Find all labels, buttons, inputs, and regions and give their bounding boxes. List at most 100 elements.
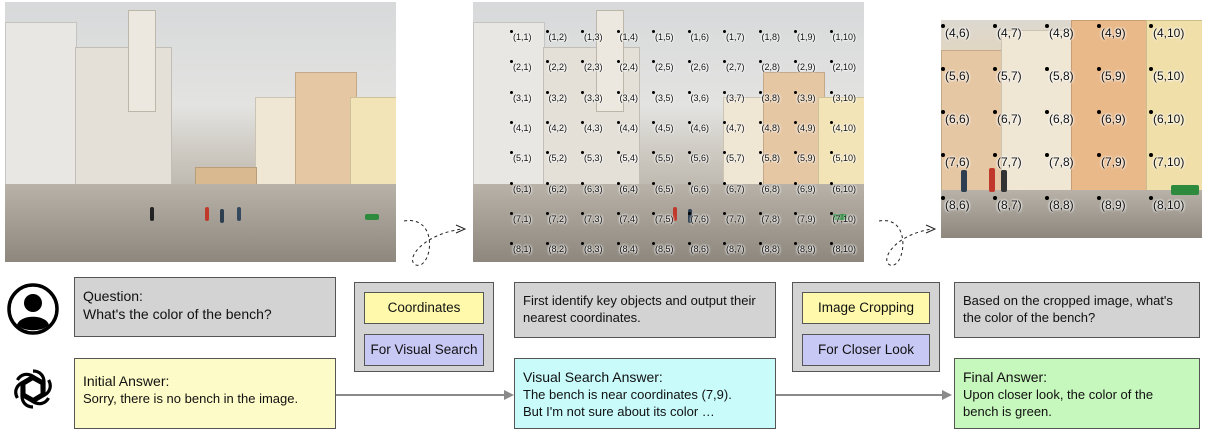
grid-label: (4,10) — [829, 120, 857, 133]
grid-label: (6,5) — [652, 181, 674, 194]
grid-label: (7,1) — [510, 211, 532, 224]
grid-label: (5,10) — [829, 151, 857, 164]
final-answer-box: Final Answer: Upon closer look, the colo… — [954, 358, 1200, 429]
crop-grid-label: (5,7) — [993, 67, 1022, 83]
question-text: What's the color of the bench? — [83, 306, 272, 322]
grid-label: (1,4) — [616, 30, 639, 42]
grid-label: (1,7) — [723, 30, 745, 42]
grid-label: (7,3) — [581, 211, 603, 224]
grid-label: (8,4) — [616, 242, 639, 255]
grid-label: (8,5) — [652, 242, 674, 255]
grid-label: (1,5) — [652, 30, 674, 42]
grid-label: (7,7) — [723, 211, 745, 224]
arrow-initial-to-visual-icon — [336, 390, 514, 400]
grid-label: (3,2) — [545, 90, 568, 103]
grid-label: (2,1) — [510, 60, 532, 73]
crop-grid-label: (6,10) — [1148, 110, 1185, 126]
grid-label: (1,9) — [794, 30, 816, 42]
image-cropping-tool: Image Cropping — [802, 292, 930, 324]
crop-grid-label: (4,10) — [1148, 24, 1185, 40]
grid-label: (2,9) — [794, 60, 816, 73]
initial-answer-title: Initial Answer: — [83, 373, 170, 389]
crop-grid-label: (5,10) — [1148, 67, 1185, 83]
arrow-to-crop-icon — [878, 220, 937, 266]
grid-label: (2,8) — [758, 60, 781, 73]
crop-grid-label: (4,9) — [1097, 24, 1126, 40]
grid-label: (1,2) — [545, 30, 568, 42]
grid-label: (3,5) — [652, 90, 674, 103]
grid-label: (8,3) — [581, 242, 603, 255]
crop-grid-label: (8,6) — [941, 196, 970, 212]
visual-answer-line1: The bench is near coordinates (7,9). — [523, 387, 732, 402]
grid-label: (8,10) — [829, 242, 857, 255]
grid-label: (5,9) — [794, 151, 816, 164]
crop-grid-label: (7,7) — [993, 153, 1022, 169]
grid-label: (7,4) — [616, 211, 639, 224]
crop-grid-label: (4,7) — [993, 24, 1022, 40]
cropped-prompt-box: Based on the cropped image, what's the c… — [954, 282, 1200, 338]
street-scene — [5, 2, 396, 262]
grid-label: (3,10) — [829, 90, 857, 103]
grid-label: (1,1) — [510, 30, 532, 42]
grid-label: (4,3) — [581, 120, 603, 133]
crop-grid-label: (8,8) — [1045, 196, 1074, 212]
question-label: Question: — [83, 288, 143, 304]
cropped-prompt-text: Based on the cropped image, what's the c… — [963, 293, 1173, 325]
grid-label: (7,2) — [545, 211, 568, 224]
grid-label: (8,2) — [545, 242, 568, 255]
grid-label: (2,7) — [723, 60, 745, 73]
arrow-to-grid-icon — [403, 220, 467, 266]
grid-label: (1,8) — [758, 30, 781, 42]
grid-label: (6,4) — [616, 181, 639, 194]
grid-label: (7,6) — [687, 211, 710, 224]
grid-label: (3,7) — [723, 90, 745, 103]
crop-grid-label: (6,8) — [1045, 110, 1074, 126]
crop-grid-label: (7,6) — [941, 153, 970, 169]
grid-label: (4,9) — [794, 120, 816, 133]
grid-label: (8,1) — [510, 242, 532, 255]
crop-grid-label: (6,7) — [993, 110, 1022, 126]
crop-grid-label: (5,8) — [1045, 67, 1074, 83]
crop-grid-label: (6,6) — [941, 110, 970, 126]
crop-grid-label: (8,10) — [1148, 196, 1185, 212]
grid-label: (8,7) — [723, 242, 745, 255]
grid-label: (5,7) — [723, 151, 745, 164]
visual-answer-line2: But I'm not sure about its color … — [523, 404, 715, 419]
grid-label: (1,3) — [581, 30, 603, 42]
grid-label: (7,8) — [758, 211, 781, 224]
grid-label: (4,1) — [510, 120, 532, 133]
grid-label: (4,5) — [652, 120, 674, 133]
photo-cropped: (4,6)(4,7)(4,8)(4,9)(4,10)(5,6)(5,7)(5,8… — [941, 20, 1202, 238]
grid-label: (4,6) — [687, 120, 710, 133]
grid-label: (3,6) — [687, 90, 710, 103]
final-answer-title: Final Answer: — [963, 369, 1048, 385]
closer-look-tool: For Closer Look — [802, 334, 930, 366]
grid-label: (6,10) — [829, 181, 857, 194]
grid-label: (5,8) — [758, 151, 781, 164]
grid-label: (2,4) — [616, 60, 639, 73]
crop-grid-label: (4,8) — [1045, 24, 1074, 40]
grid-label: (5,6) — [687, 151, 710, 164]
grid-label: (6,3) — [581, 181, 603, 194]
street-scene-grid — [473, 2, 864, 262]
grid-label: (2,5) — [652, 60, 674, 73]
final-answer-text: Upon closer look, the color of the bench… — [963, 387, 1154, 419]
grid-label: (7,5) — [652, 211, 674, 224]
grid-label: (5,1) — [510, 151, 532, 164]
grid-label: (1,6) — [687, 30, 710, 42]
visual-search-tool: For Visual Search — [364, 334, 484, 366]
crop-grid-label: (7,8) — [1045, 153, 1074, 169]
crop-grid-label: (8,9) — [1097, 196, 1126, 212]
grid-label: (6,9) — [794, 181, 816, 194]
grid-label: (6,1) — [510, 181, 532, 194]
grid-label: (6,7) — [723, 181, 745, 194]
grid-label: (8,6) — [687, 242, 710, 255]
crop-grid-label: (6,9) — [1097, 110, 1126, 126]
grid-label: (6,2) — [545, 181, 568, 194]
grid-label: (2,6) — [687, 60, 710, 73]
grid-label: (4,8) — [758, 120, 781, 133]
grid-label: (1,10) — [829, 30, 857, 42]
initial-answer-box: Initial Answer: Sorry, there is no bench… — [74, 358, 336, 429]
grid-label: (7,10) — [829, 211, 857, 224]
crop-grid-label: (4,6) — [941, 24, 970, 40]
